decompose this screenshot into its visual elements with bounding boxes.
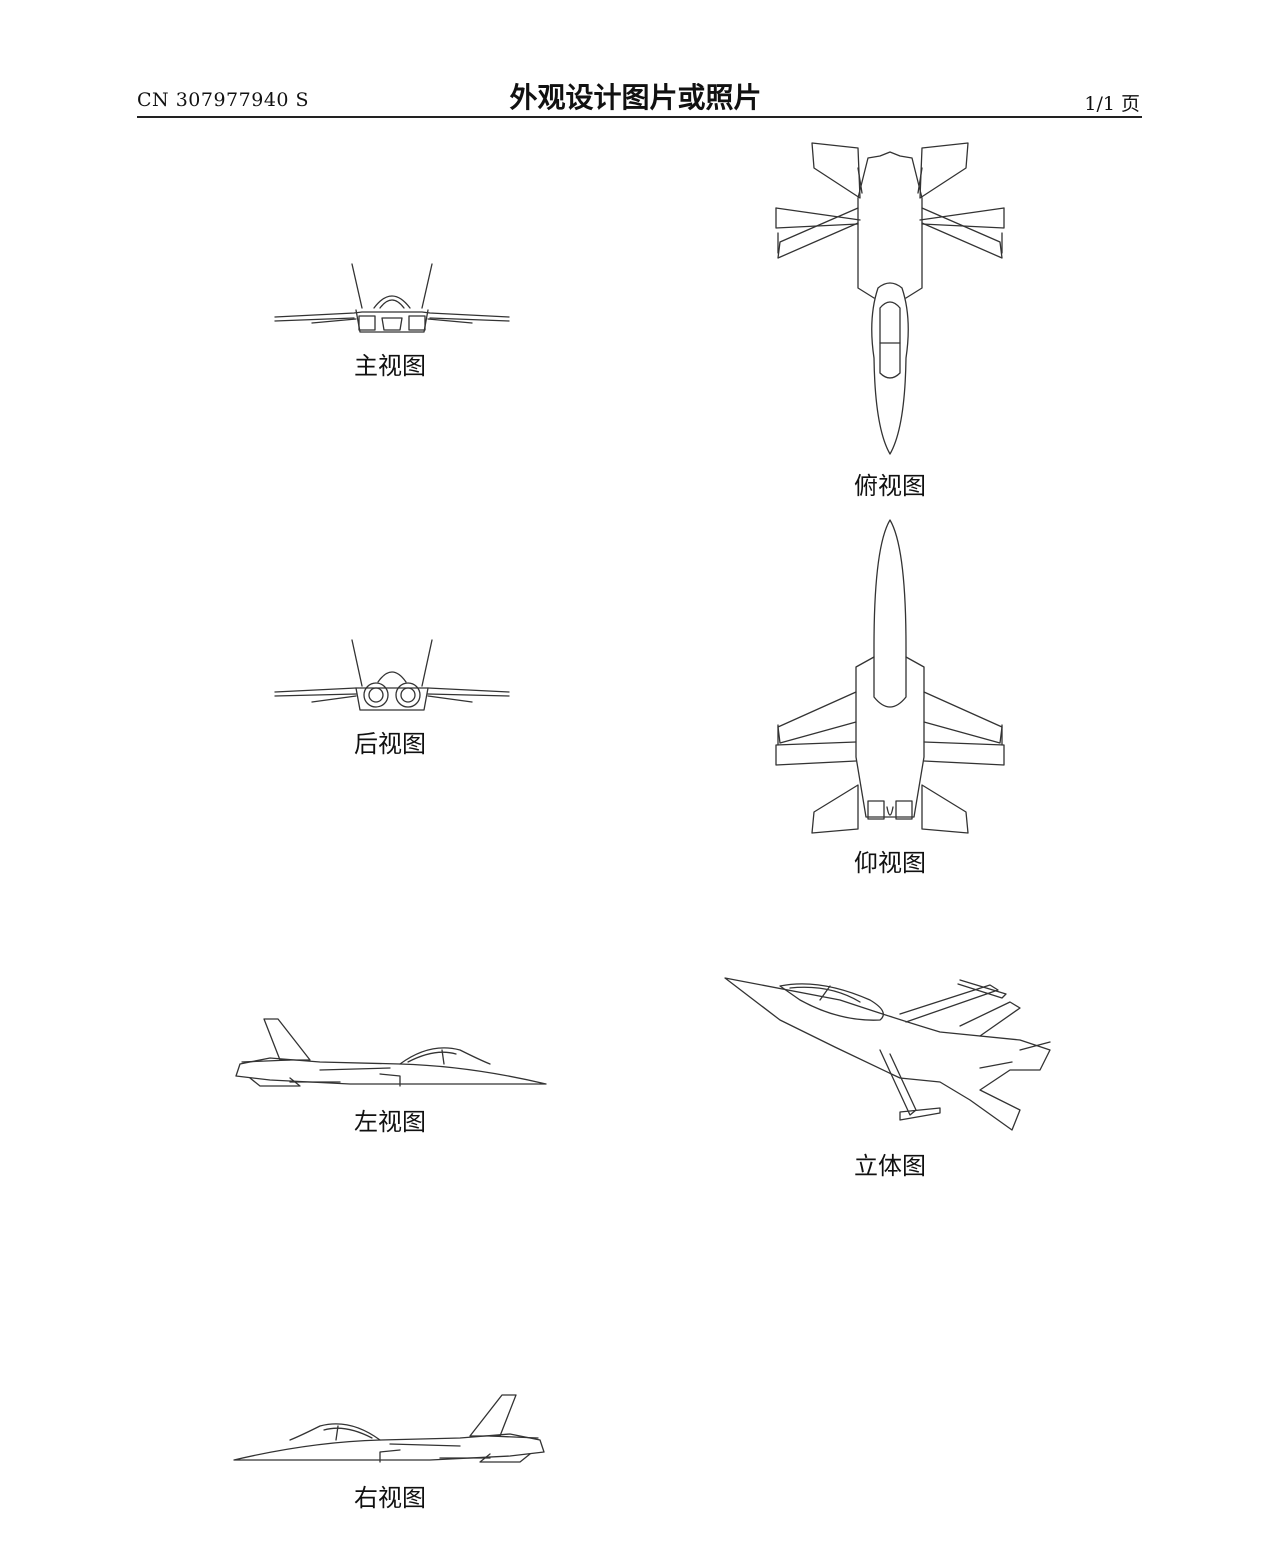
- rear-view-label: 后视图: [354, 730, 426, 758]
- left-view-label: 左视图: [354, 1108, 426, 1136]
- top-view-label: 俯视图: [854, 472, 926, 500]
- perspective-view-drawing: [720, 970, 1060, 1140]
- page-title: 外观设计图片或照片: [509, 81, 762, 114]
- perspective-view-label: 立体图: [854, 1152, 926, 1180]
- front-view-drawing: [272, 258, 512, 338]
- header-rule: [137, 116, 1142, 118]
- right-view-drawing: [230, 1390, 550, 1470]
- top-view-drawing: [770, 138, 1010, 458]
- bottom-view-drawing: [770, 517, 1010, 839]
- left-view-drawing: [230, 1014, 550, 1094]
- doc-number: CN 307977940 S: [137, 89, 310, 111]
- right-view-label: 右视图: [354, 1484, 426, 1512]
- bottom-view-label: 仰视图: [854, 849, 926, 877]
- front-view-label: 主视图: [354, 352, 426, 380]
- rear-view-drawing: [272, 634, 512, 718]
- page-number: 1/1 页: [1084, 93, 1140, 115]
